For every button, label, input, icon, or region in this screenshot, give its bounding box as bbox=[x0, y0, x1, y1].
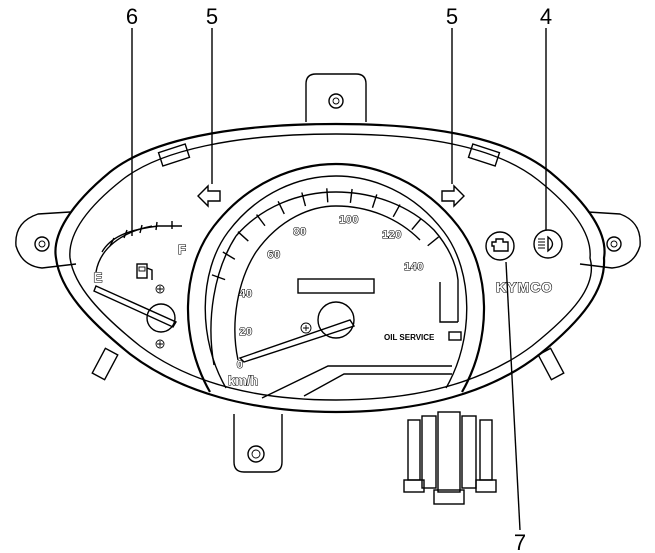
speed-label-100: 100 bbox=[339, 214, 359, 226]
side-clips bbox=[91, 143, 565, 381]
speed-scale-tick bbox=[349, 188, 353, 203]
fuel-full-label: F bbox=[178, 242, 186, 257]
speed-scale bbox=[210, 188, 459, 366]
fuel-empty-label: E bbox=[94, 270, 103, 285]
callout-4: 4 bbox=[540, 4, 552, 29]
bottom-mount-tab bbox=[233, 414, 283, 473]
speed-scale-tick bbox=[371, 194, 378, 208]
fuel-scale-tick bbox=[123, 229, 128, 239]
screw-icon bbox=[155, 284, 165, 349]
fuel-scale-tick bbox=[139, 224, 143, 234]
engine-check-icon bbox=[485, 231, 515, 261]
oil-service-indicator: OIL SERVICE bbox=[384, 331, 462, 342]
oil-service-label: OIL SERVICE bbox=[384, 333, 435, 342]
left-turn-arrow-icon bbox=[197, 184, 221, 208]
speed-label-20: 20 bbox=[239, 326, 252, 338]
fuel-scale-tick bbox=[155, 221, 158, 231]
left-mount-ear bbox=[15, 211, 77, 269]
callout-numbers: 6 5 5 4 7 bbox=[126, 4, 552, 553]
speed-needle bbox=[238, 301, 356, 363]
right-mount-ear bbox=[579, 211, 641, 269]
speed-label-120: 120 bbox=[382, 229, 402, 241]
callout-5-right: 5 bbox=[446, 4, 458, 29]
fuel-gauge: E F bbox=[93, 221, 187, 349]
callout-5-left: 5 bbox=[206, 4, 218, 29]
speed-scale-tick bbox=[222, 251, 236, 260]
speed-scale-tick bbox=[392, 204, 401, 218]
speed-scale-tick bbox=[211, 274, 226, 281]
speed-scale-tick bbox=[326, 188, 329, 203]
top-mount-tab bbox=[305, 73, 367, 122]
speed-label-0: 0 bbox=[237, 359, 244, 371]
high-beam-icon bbox=[533, 229, 563, 259]
callout-7: 7 bbox=[514, 530, 526, 553]
speed-label-140: 140 bbox=[404, 261, 424, 273]
fuel-scale-tick bbox=[109, 237, 115, 247]
brand-logo: KYMCO bbox=[496, 279, 553, 295]
speed-unit: km/h bbox=[228, 373, 258, 388]
right-turn-arrow-icon bbox=[441, 184, 465, 208]
callout-6: 6 bbox=[126, 4, 138, 29]
speed-scale-tick bbox=[411, 218, 422, 231]
odometer-window bbox=[297, 278, 375, 294]
speed-label-60: 60 bbox=[267, 249, 280, 261]
callout-leaders bbox=[131, 28, 547, 531]
wire-connector bbox=[403, 411, 497, 505]
lens-reflection bbox=[261, 365, 452, 399]
fuel-pump-icon bbox=[136, 263, 153, 280]
speed-scale-tick bbox=[277, 201, 285, 215]
speed-scale-tick bbox=[427, 236, 440, 247]
housing-outline bbox=[54, 122, 606, 414]
speedometer-bezel bbox=[186, 162, 486, 393]
speed-scale-tick bbox=[256, 214, 266, 227]
speed-label-80: 80 bbox=[293, 226, 306, 238]
speed-scale-tick bbox=[237, 231, 249, 242]
speed-label-40: 40 bbox=[239, 288, 252, 300]
speed-scale-tick bbox=[301, 192, 307, 207]
speed-labels: 0 20 40 60 80 100 120 140 bbox=[236, 213, 424, 371]
